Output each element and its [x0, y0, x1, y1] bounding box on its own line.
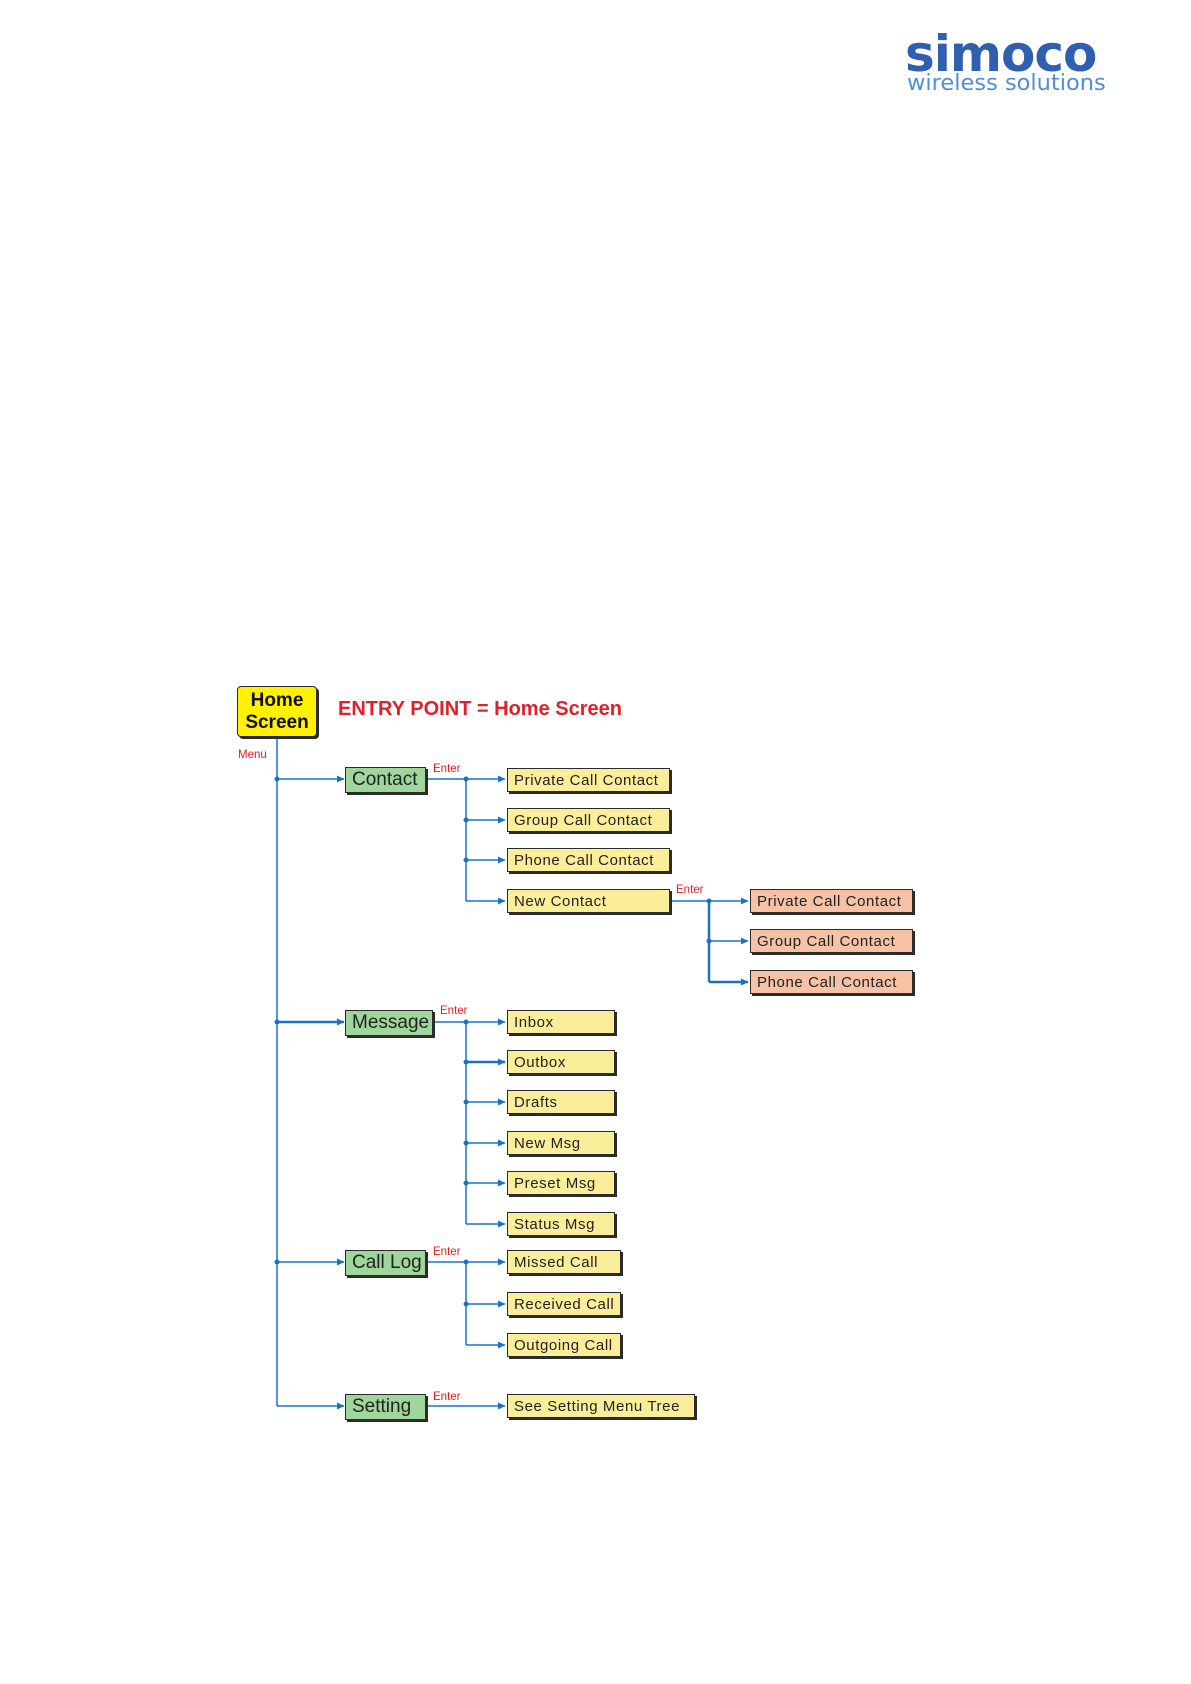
menu-node-message: Message [345, 1010, 433, 1036]
new-contact-item-phone-call: Phone Call Contact [750, 970, 913, 994]
entry-point-title: ENTRY POINT = Home Screen [338, 698, 622, 720]
message-item-outbox: Outbox [507, 1050, 615, 1074]
simoco-logo: simoco wireless solutions [905, 28, 1115, 98]
new-contact-item-group-call: Group Call Contact [750, 929, 913, 953]
home-screen-node: Home Screen [237, 686, 317, 737]
enter-label-setting: Enter [433, 1391, 461, 1403]
contact-item-new-contact: New Contact [507, 889, 670, 913]
calllog-item-missed-call: Missed Call [507, 1250, 621, 1274]
logo-wordmark: simoco [905, 25, 1097, 83]
menu-node-setting: Setting [345, 1394, 426, 1420]
enter-label-calllog: Enter [433, 1246, 461, 1258]
menu-label: Menu [238, 749, 267, 761]
message-item-inbox: Inbox [507, 1010, 615, 1034]
contact-item-phone-call: Phone Call Contact [507, 848, 670, 872]
message-item-status-msg: Status Msg [507, 1212, 615, 1236]
message-item-new-msg: New Msg [507, 1131, 615, 1155]
enter-label-contact: Enter [433, 763, 461, 775]
enter-label-new-contact: Enter [676, 884, 704, 896]
calllog-item-received-call: Received Call [507, 1292, 621, 1316]
menu-node-calllog: Call Log [345, 1250, 426, 1276]
calllog-item-outgoing-call: Outgoing Call [507, 1333, 621, 1357]
contact-item-private-call: Private Call Contact [507, 768, 670, 792]
enter-label-message: Enter [440, 1005, 468, 1017]
logo-tagline: wireless solutions [907, 70, 1106, 96]
contact-item-group-call: Group Call Contact [507, 808, 670, 832]
message-item-preset-msg: Preset Msg [507, 1171, 615, 1195]
setting-item-see-setting-tree: See Setting Menu Tree [507, 1394, 695, 1418]
message-item-drafts: Drafts [507, 1090, 615, 1114]
new-contact-item-private-call: Private Call Contact [750, 889, 913, 913]
menu-node-contact: Contact [345, 767, 426, 793]
home-screen-line2: Screen [245, 712, 309, 733]
home-screen-line1: Home [250, 690, 304, 711]
